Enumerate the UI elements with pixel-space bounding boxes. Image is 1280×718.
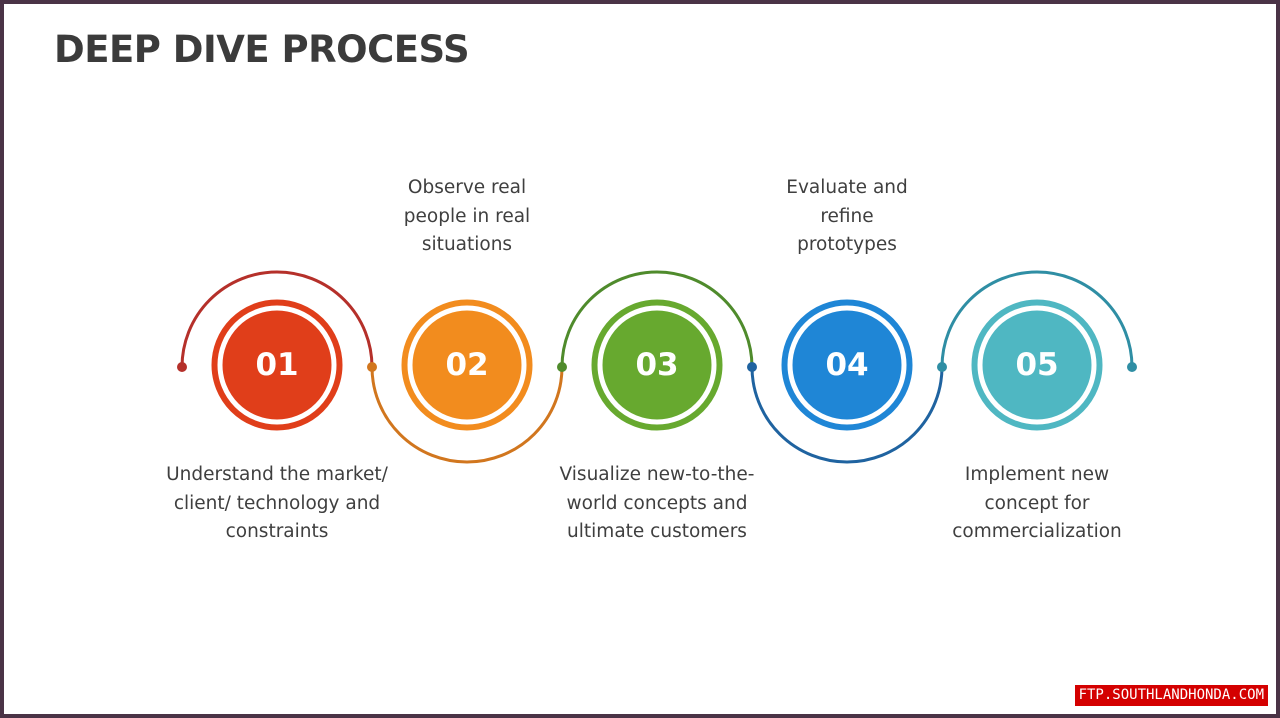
step-5-caption: Implement new concept for commercializat…: [952, 464, 1122, 542]
step-number: 03: [635, 347, 678, 383]
source-url: FTP.SOUTHLANDHONDA.COM: [1074, 685, 1268, 706]
step-1: 01: [210, 298, 344, 432]
step-number: 04: [825, 347, 868, 383]
slide-title: DEEP DIVE PROCESS: [54, 28, 470, 71]
step-number: 01: [255, 347, 298, 383]
junction-dot: [937, 362, 947, 372]
connector-arc-3: [560, 270, 754, 368]
junction-dot: [747, 362, 757, 372]
slide: DEEP DIVE PROCESS 01 02 03: [4, 4, 1276, 714]
step-2-caption: Observe real people in real situations: [403, 177, 531, 255]
step-4: 04: [780, 298, 914, 432]
connector-arc-5: [940, 270, 1134, 368]
junction-dot: [367, 362, 377, 372]
step-number: 05: [1015, 347, 1058, 383]
process-diagram: 01 02 03 04 05: [177, 270, 1137, 464]
junction-dot: [177, 362, 187, 372]
step-1-caption: Understand the market/ client/ technolog…: [166, 464, 388, 542]
step-5: 05: [970, 298, 1104, 432]
step-3: 03: [590, 298, 724, 432]
junction-dot: [557, 362, 567, 372]
step-2: 02: [400, 298, 534, 432]
junction-dot: [1127, 362, 1137, 372]
connector-arc-1: [180, 270, 374, 368]
connector-arc-2: [370, 366, 564, 464]
step-4-caption: Evaluate and refine prototypes: [786, 177, 908, 255]
step-number: 02: [445, 347, 488, 383]
step-3-caption: Visualize new-to-the- world concepts and…: [559, 464, 755, 542]
connector-arc-4: [750, 366, 944, 464]
